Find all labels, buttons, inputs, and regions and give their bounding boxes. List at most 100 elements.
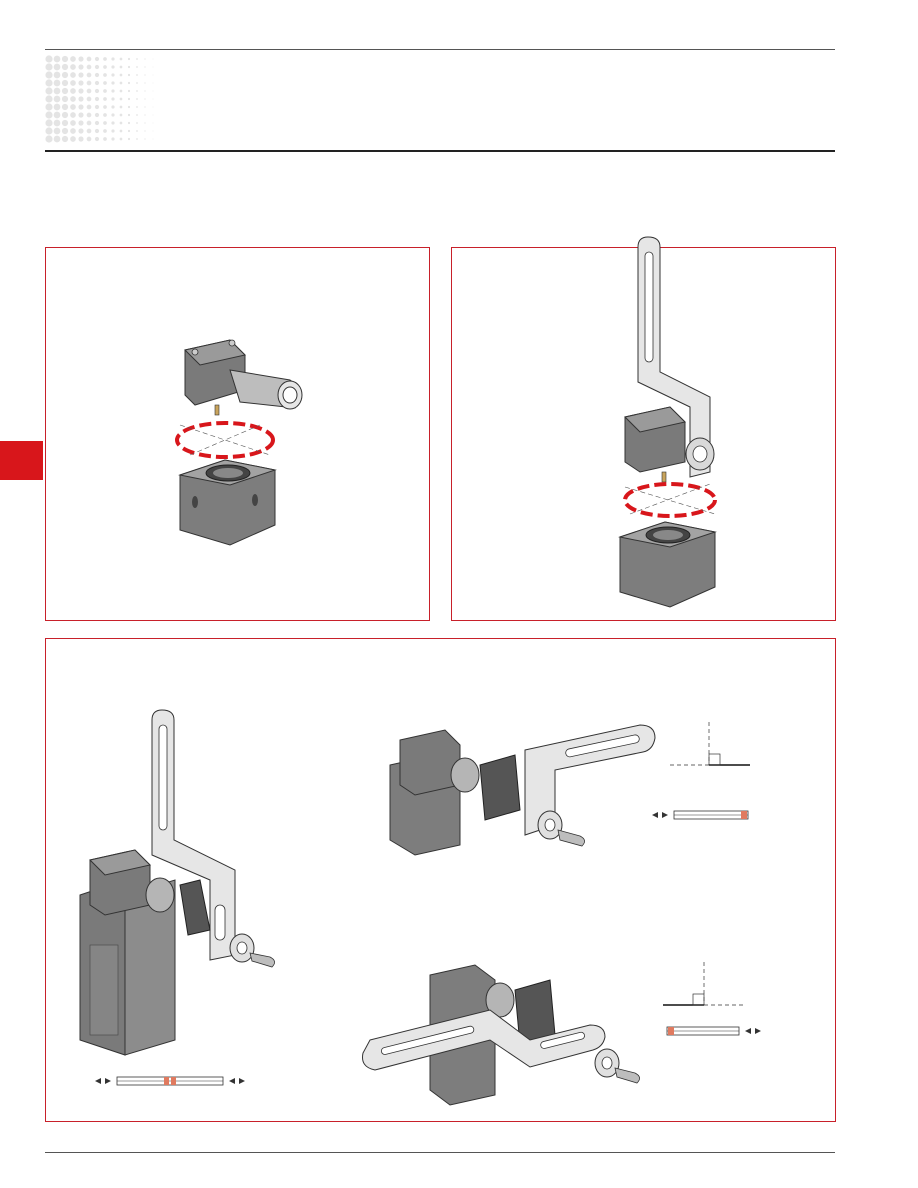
pattern-dot bbox=[152, 130, 154, 132]
pattern-dot bbox=[78, 72, 84, 78]
pattern-dot bbox=[86, 96, 92, 102]
vertical-bracket-switch-illustration bbox=[79, 709, 275, 1056]
pattern-dot bbox=[111, 105, 115, 109]
pattern-dot bbox=[61, 79, 69, 87]
rotation-arrow-ring bbox=[623, 482, 717, 518]
pattern-dot bbox=[144, 98, 146, 100]
pattern-dot bbox=[61, 55, 69, 63]
pattern-dot bbox=[103, 65, 107, 69]
pattern-dot bbox=[144, 58, 146, 60]
pattern-dot bbox=[70, 64, 76, 70]
pattern-dot bbox=[61, 63, 69, 71]
pattern-dot bbox=[127, 105, 131, 109]
pattern-dot bbox=[45, 71, 53, 79]
pattern-dot bbox=[103, 105, 107, 109]
pattern-dot bbox=[78, 56, 84, 62]
header-rule bbox=[45, 150, 835, 152]
pattern-dot bbox=[152, 58, 154, 60]
pattern-dot bbox=[78, 112, 84, 118]
pattern-dot bbox=[103, 113, 107, 117]
pattern-dot bbox=[103, 81, 107, 85]
pattern-dot bbox=[94, 120, 100, 126]
pattern-dot bbox=[144, 66, 146, 68]
pattern-dot bbox=[136, 122, 138, 124]
pattern-dot bbox=[94, 104, 100, 110]
pattern-dot bbox=[119, 137, 123, 141]
pattern-dot bbox=[103, 129, 107, 133]
pattern-dot bbox=[86, 128, 92, 134]
pattern-dot bbox=[70, 88, 76, 94]
extended-bracket-switch-illustration bbox=[362, 964, 640, 1106]
pattern-dot bbox=[78, 96, 84, 102]
pattern-dot bbox=[111, 97, 115, 101]
bracket-head-rotation-illustration bbox=[618, 236, 717, 608]
pattern-dot bbox=[94, 88, 100, 94]
section-tab bbox=[0, 441, 43, 480]
switch-head bbox=[624, 406, 686, 483]
mounting-bracket bbox=[479, 724, 656, 836]
pattern-dot bbox=[94, 64, 100, 70]
fixing-screw bbox=[229, 933, 275, 968]
pattern-dot bbox=[144, 138, 146, 140]
pattern-dot bbox=[45, 127, 53, 135]
pattern-dot bbox=[86, 72, 92, 78]
pattern-dot bbox=[94, 56, 100, 62]
pattern-dot bbox=[119, 57, 123, 61]
pattern-dot bbox=[86, 80, 92, 86]
pattern-dot bbox=[152, 122, 154, 124]
pattern-dot bbox=[111, 57, 115, 61]
pattern-dot bbox=[152, 106, 154, 108]
pattern-dot bbox=[53, 119, 61, 127]
pattern-dot bbox=[144, 130, 146, 132]
pattern-dot bbox=[53, 63, 61, 71]
pattern-dot bbox=[136, 58, 138, 60]
pattern-dot bbox=[61, 135, 69, 143]
pattern-dot bbox=[70, 112, 76, 118]
switch-head bbox=[89, 849, 211, 936]
pattern-dot bbox=[152, 98, 154, 100]
horizontal-bracket-switch-illustration bbox=[389, 724, 656, 856]
pattern-dot bbox=[86, 56, 92, 62]
pattern-dot bbox=[119, 113, 123, 117]
pattern-dot bbox=[94, 72, 100, 78]
pattern-dot bbox=[78, 104, 84, 110]
pattern-dot bbox=[144, 82, 146, 84]
pattern-dot bbox=[45, 119, 53, 127]
pattern-dot bbox=[45, 87, 53, 95]
mounting-bracket bbox=[362, 1009, 606, 1071]
switch-body bbox=[178, 459, 277, 546]
pattern-dot bbox=[53, 103, 61, 111]
pattern-dot bbox=[86, 104, 92, 110]
pattern-dot bbox=[111, 65, 115, 69]
head-rotation-panel bbox=[45, 247, 430, 621]
pattern-dot bbox=[94, 136, 100, 142]
fixing-screw bbox=[537, 810, 585, 847]
adjustment-scale-bar-1 bbox=[95, 1076, 245, 1086]
top-rule bbox=[45, 49, 835, 50]
pattern-dot bbox=[78, 88, 84, 94]
pattern-dot bbox=[136, 74, 138, 76]
pattern-dot bbox=[78, 136, 84, 142]
pattern-dot bbox=[144, 114, 146, 116]
pattern-dot bbox=[144, 74, 146, 76]
pattern-dot bbox=[53, 111, 61, 119]
pattern-dot bbox=[127, 81, 131, 85]
pattern-dot bbox=[78, 120, 84, 126]
pattern-dot bbox=[53, 71, 61, 79]
pattern-dot bbox=[86, 136, 92, 142]
pattern-dot bbox=[94, 128, 100, 134]
pattern-dot bbox=[70, 128, 76, 134]
pattern-dot bbox=[127, 97, 131, 101]
pattern-dot bbox=[152, 82, 154, 84]
adjustment-scale-bar-2 bbox=[652, 810, 749, 820]
mounting-bracket bbox=[151, 709, 236, 961]
pattern-dot bbox=[111, 113, 115, 117]
pattern-dot bbox=[152, 90, 154, 92]
pattern-dot bbox=[136, 82, 138, 84]
pattern-dot bbox=[127, 129, 131, 133]
pattern-dot bbox=[136, 66, 138, 68]
pattern-dot bbox=[45, 55, 53, 63]
pattern-dot bbox=[119, 121, 123, 125]
pattern-dot bbox=[86, 88, 92, 94]
pattern-dot bbox=[136, 130, 138, 132]
